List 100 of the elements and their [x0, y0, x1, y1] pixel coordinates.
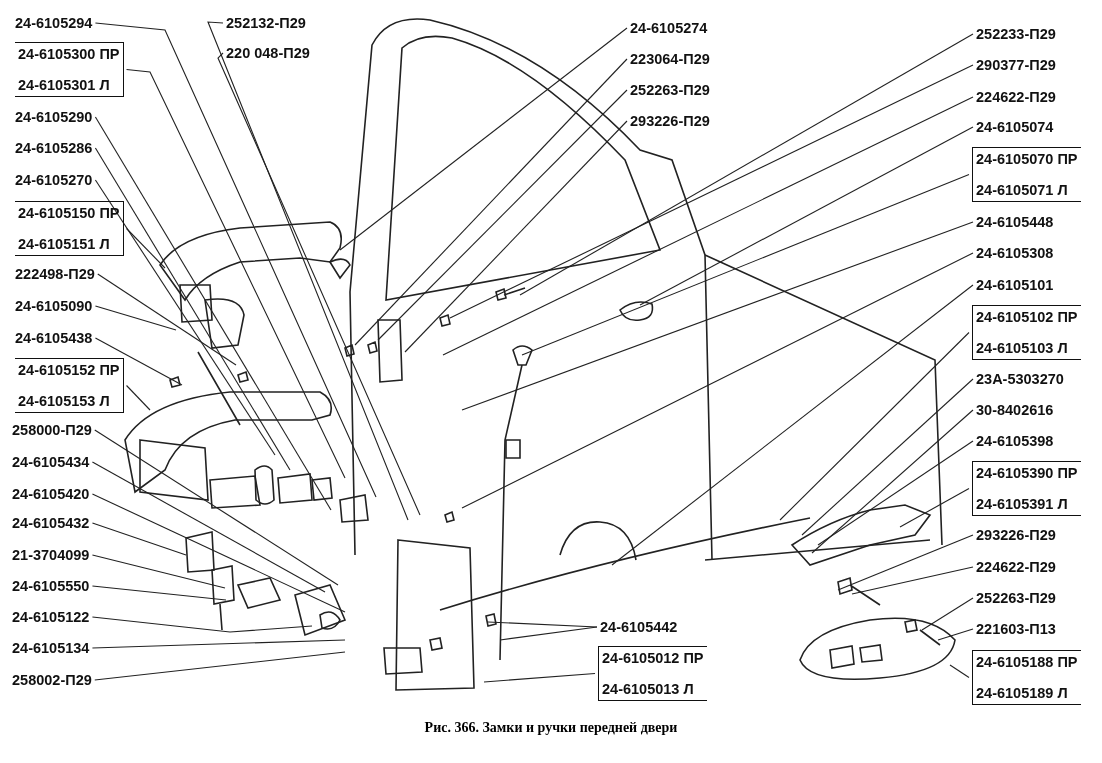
part-number: 24-6105070 ПР	[976, 150, 1078, 168]
figure-caption: Рис. 366. Замки и ручки передней двери	[424, 720, 678, 736]
part-number: 24-6105152 ПР	[18, 361, 120, 379]
leader-line	[837, 534, 974, 591]
part-number: 24-6105153 Л	[18, 392, 111, 410]
part-number: 24-6105134	[12, 639, 90, 657]
leader-line	[207, 21, 409, 521]
part-number: 24-6105438	[15, 329, 93, 347]
part-number: 224622-П29	[976, 558, 1056, 576]
part-number: 24-6105102 ПР	[976, 308, 1078, 326]
leader-line	[94, 305, 177, 331]
leader-line	[91, 554, 226, 589]
part-number: 24-6105286	[15, 139, 93, 157]
part-number: 23А-5303270	[976, 370, 1064, 388]
part-number: 24-6105101	[976, 276, 1054, 294]
leader-line	[487, 621, 598, 628]
part-number: 258000-П29	[12, 421, 92, 439]
part-number: 24-6105103 Л	[976, 339, 1069, 357]
part-number-bracket	[15, 358, 124, 413]
part-number: 24-6105151 Л	[18, 235, 111, 253]
leader-line	[126, 227, 166, 269]
part-number: 24-6105012 ПР	[602, 649, 704, 667]
part-number: 221603-П13	[976, 620, 1056, 638]
leader-line	[94, 116, 332, 511]
part-number: 252263-П29	[630, 81, 710, 99]
part-number: 24-6105398	[976, 432, 1054, 450]
part-number: 293226-П29	[630, 112, 710, 130]
part-number: 24-6105550	[12, 577, 90, 595]
part-number-bracket	[598, 646, 707, 701]
part-number: 24-6105188 ПР	[976, 653, 1078, 671]
part-number: 21-3704099	[12, 546, 90, 564]
leader-line	[126, 384, 151, 411]
part-number: 24-6105442	[600, 618, 678, 636]
leader-line	[94, 651, 346, 681]
part-number: 24-6105122	[12, 608, 90, 626]
leader-line	[899, 487, 970, 528]
leader-line	[91, 522, 187, 556]
part-number-bracket	[972, 305, 1081, 360]
part-number: 24-6105189 Л	[976, 684, 1069, 702]
part-number: 24-6105071 Л	[976, 181, 1069, 199]
leader-line	[404, 120, 628, 353]
part-number: 220 048-П29	[226, 44, 310, 62]
part-number: 252132-П29	[226, 14, 306, 32]
leader-line	[611, 284, 974, 566]
part-number: 290377-П29	[976, 56, 1056, 74]
leader-line	[521, 173, 970, 356]
leader-line	[94, 147, 291, 471]
part-number: 293226-П29	[976, 526, 1056, 544]
part-number: 30-8402616	[976, 401, 1054, 419]
leader-line	[461, 221, 974, 411]
leader-line	[811, 409, 974, 554]
leader-line	[499, 626, 598, 641]
leader-line	[94, 337, 183, 386]
leader-line	[94, 22, 377, 498]
leader-line	[91, 585, 227, 601]
part-number-bracket	[15, 201, 124, 256]
leader-line	[126, 68, 346, 479]
leader-line	[483, 672, 596, 683]
part-number: 252233-П29	[976, 25, 1056, 43]
part-number-bracket	[15, 42, 124, 97]
leader-line	[91, 616, 313, 633]
part-number: 222498-П29	[15, 265, 95, 283]
part-number: 24-6105150 ПР	[18, 204, 120, 222]
leader-line	[779, 331, 970, 521]
leader-line	[639, 126, 974, 306]
leader-line	[91, 461, 326, 593]
part-number: 252263-П29	[976, 589, 1056, 607]
part-number: 24-6105301 Л	[18, 76, 111, 94]
part-number: 24-6105074	[976, 118, 1054, 136]
leader-line	[94, 179, 276, 456]
part-number-bracket	[972, 147, 1081, 202]
part-number: 24-6105448	[976, 213, 1054, 231]
leader-line	[91, 639, 346, 649]
part-number: 24-6105274	[630, 19, 708, 37]
leader-line	[339, 27, 628, 251]
leader-line	[851, 566, 974, 595]
leader-line	[949, 664, 970, 679]
part-number: 24-6105300 ПР	[18, 45, 120, 63]
part-number: 24-6105420	[12, 485, 90, 503]
part-number-bracket	[972, 650, 1081, 705]
part-number: 24-6105290	[15, 108, 93, 126]
leader-line	[937, 628, 974, 641]
part-number: 24-6105270	[15, 171, 93, 189]
leader-line	[461, 252, 974, 509]
part-number-bracket	[972, 461, 1081, 516]
leader-line	[817, 440, 974, 546]
part-number: 24-6105391 Л	[976, 495, 1069, 513]
leader-line	[519, 33, 974, 296]
part-number: 24-6105090	[15, 297, 93, 315]
part-number: 24-6105294	[15, 14, 93, 32]
part-number: 224622-П29	[976, 88, 1056, 106]
leader-line	[354, 58, 628, 346]
part-number: 24-6105013 Л	[602, 680, 695, 698]
leader-line	[442, 96, 974, 356]
part-number: 24-6105434	[12, 453, 90, 471]
part-number: 24-6105432	[12, 514, 90, 532]
leader-line	[217, 52, 421, 516]
part-number: 24-6105390 ПР	[976, 464, 1078, 482]
leader-line	[91, 493, 346, 613]
leader-line	[801, 378, 974, 536]
